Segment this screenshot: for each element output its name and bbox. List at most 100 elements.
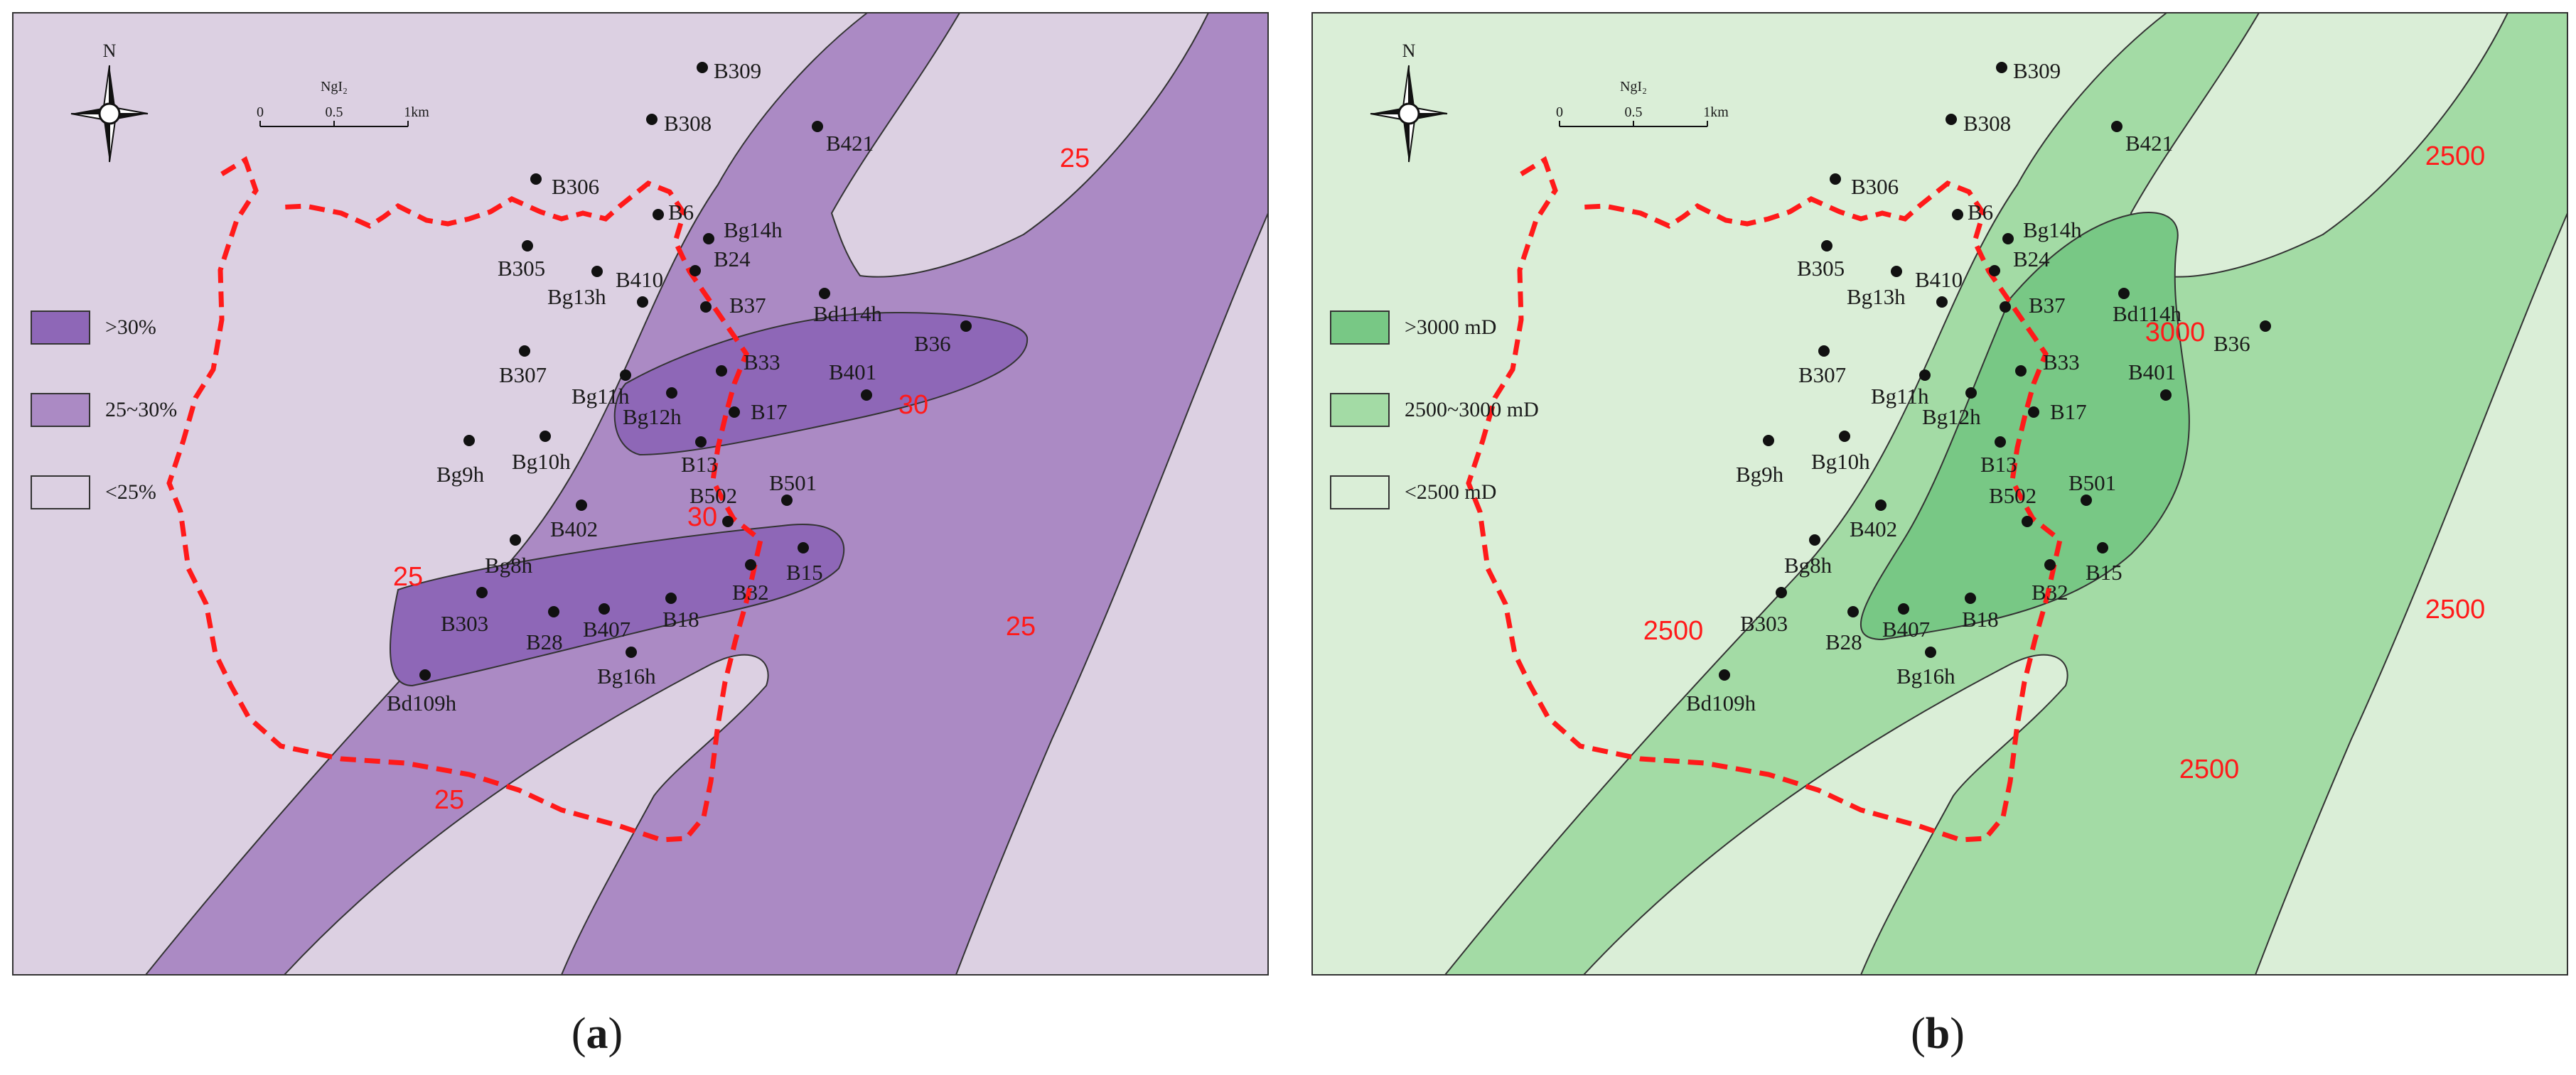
legend-label: >3000 mD xyxy=(1405,315,1496,339)
well-marker xyxy=(1891,266,1902,277)
scale-tick-label: 1km xyxy=(404,104,429,120)
well-label: B307 xyxy=(499,362,547,387)
well-label: B308 xyxy=(664,111,712,136)
well-b6: B6 xyxy=(653,200,694,225)
well-marker xyxy=(620,369,631,381)
zone-high-lower xyxy=(389,524,845,687)
well-marker xyxy=(729,406,740,418)
well-b401: B401 xyxy=(829,360,876,401)
well-b24: B24 xyxy=(1989,247,2050,276)
legend-item: 2500~3000 mD xyxy=(1330,393,1539,427)
well-label: B501 xyxy=(2068,470,2116,495)
legend-item: 25~30% xyxy=(31,393,177,427)
well-label: B410 xyxy=(1915,267,1963,292)
legend-swatch xyxy=(1330,393,1390,427)
well-label: B309 xyxy=(714,58,761,83)
well-marker xyxy=(716,365,727,377)
well-label: B33 xyxy=(2043,350,2080,374)
well-marker xyxy=(2160,389,2172,401)
well-marker xyxy=(1995,436,2006,448)
well-label: B6 xyxy=(1968,200,1993,225)
well-label: Bg10h xyxy=(1811,449,1870,474)
well-b402: B402 xyxy=(550,499,598,541)
well-label: B17 xyxy=(2050,399,2087,424)
contour-label: 25 xyxy=(434,785,464,815)
well-marker xyxy=(1919,369,1931,381)
well-label: B306 xyxy=(1851,174,1899,199)
legend-item: <25% xyxy=(31,475,156,509)
well-label: B37 xyxy=(729,293,766,318)
well-label: B502 xyxy=(1989,483,2036,508)
well-marker xyxy=(548,606,559,617)
well-marker xyxy=(2015,365,2027,377)
well-marker xyxy=(697,62,708,73)
well-bg14h: Bg14h xyxy=(2002,217,2082,244)
well-marker xyxy=(1898,603,1909,615)
well-label: B402 xyxy=(550,517,598,541)
well-marker xyxy=(819,288,830,299)
well-marker xyxy=(1719,669,1730,681)
well-label: Bg10h xyxy=(512,449,571,474)
scale-tick-label: 0 xyxy=(257,104,264,120)
caption-a-letter: a xyxy=(586,1010,608,1058)
legend-label: <2500 mD xyxy=(1405,480,1496,504)
well-label: Bg13h xyxy=(547,284,606,309)
well-b410: B410 xyxy=(616,267,663,308)
well-label: B28 xyxy=(1825,630,1862,654)
well-label: Bg14h xyxy=(724,217,783,242)
zone-low-upper-notch xyxy=(830,12,1210,278)
north-label: N xyxy=(1402,40,1416,61)
well-b17: B17 xyxy=(2028,399,2087,424)
well-label: B306 xyxy=(552,174,599,199)
well-label: B18 xyxy=(662,607,699,632)
well-label: Bg9h xyxy=(1736,462,1784,487)
well-b308: B308 xyxy=(1946,111,2011,136)
well-marker xyxy=(419,669,431,681)
well-b421: B421 xyxy=(2111,121,2173,156)
well-b306: B306 xyxy=(530,173,599,199)
well-b36: B36 xyxy=(2213,320,2271,356)
well-marker xyxy=(1925,647,1936,658)
well-label: B13 xyxy=(681,452,718,477)
well-b32: B32 xyxy=(2032,559,2068,605)
well-b307: B307 xyxy=(1798,345,1846,387)
caption-b-letter: b xyxy=(1926,1010,1950,1058)
legend-swatch xyxy=(1330,475,1390,509)
well-marker xyxy=(722,516,734,527)
well-marker xyxy=(1776,587,1787,598)
well-b407: B407 xyxy=(583,603,630,642)
well-bg12h: Bg12h xyxy=(623,387,682,429)
well-marker xyxy=(1952,209,1963,220)
panel-a-porosity-map: 253030252525B309B308B421B306B6Bg14hB305B… xyxy=(12,12,1269,976)
contour-label: 25 xyxy=(1006,612,1036,642)
well-label: Bd109h xyxy=(1686,691,1756,715)
well-bg14h: Bg14h xyxy=(703,217,783,244)
contour-label: 25 xyxy=(393,562,423,592)
well-marker xyxy=(1875,499,1887,511)
well-label: B32 xyxy=(732,580,769,605)
well-marker xyxy=(2260,320,2271,332)
well-label: Bg11h xyxy=(571,384,630,409)
zone-low-lower-notch xyxy=(282,654,769,976)
scale-title: NgI₂ xyxy=(1620,79,1647,94)
well-label: B18 xyxy=(1962,607,1999,632)
well-label: B6 xyxy=(668,200,694,225)
well-label: B305 xyxy=(498,256,545,281)
legend: >3000 mD 2500~3000 mD <2500 mD xyxy=(1330,310,1539,509)
well-marker xyxy=(1821,240,1832,252)
contour-label: 3000 xyxy=(2145,318,2206,347)
legend-label: >30% xyxy=(105,315,156,339)
well-label: B36 xyxy=(2213,331,2250,356)
zone-high xyxy=(1859,212,2190,641)
scale-tick-label: 0.5 xyxy=(326,104,343,120)
well-label: Bg12h xyxy=(623,404,682,429)
well-b305: B305 xyxy=(498,240,545,281)
well-label: B15 xyxy=(2086,560,2122,585)
well-marker xyxy=(637,296,648,308)
well-marker xyxy=(1946,114,1957,125)
well-marker xyxy=(2002,233,2014,244)
well-label: B32 xyxy=(2032,580,2068,605)
well-b306: B306 xyxy=(1830,173,1899,199)
